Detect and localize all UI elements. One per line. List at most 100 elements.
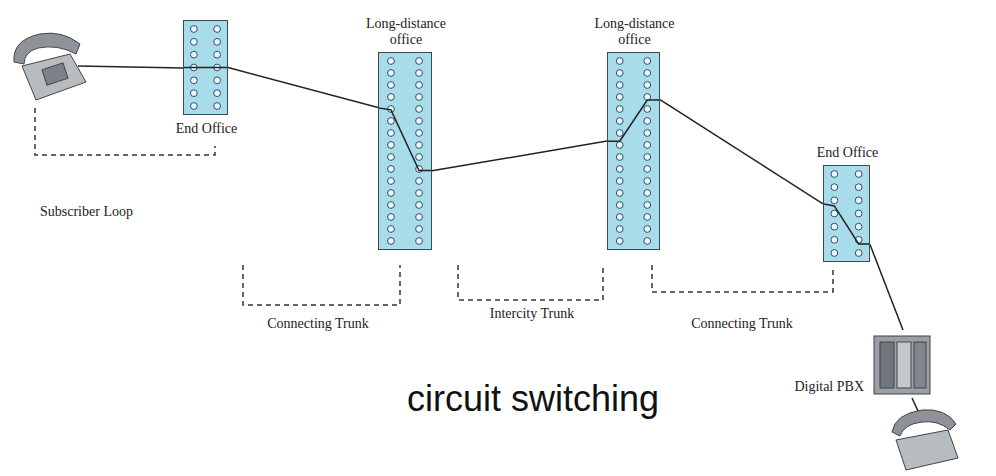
switch-contact bbox=[388, 238, 395, 245]
switch-contact bbox=[855, 184, 862, 191]
switch-contact bbox=[388, 70, 395, 77]
switch-contact bbox=[388, 94, 395, 101]
switch-contact bbox=[616, 226, 623, 233]
switch-contact bbox=[416, 58, 423, 65]
switch-contact bbox=[214, 77, 221, 84]
switch-contact bbox=[416, 154, 423, 161]
switching-office: End Office bbox=[823, 165, 870, 262]
switch-contact bbox=[644, 166, 651, 173]
switch-contact bbox=[388, 226, 395, 233]
switch-contact bbox=[644, 130, 651, 137]
span-label: Connecting Trunk bbox=[267, 316, 369, 332]
subscriber-wire bbox=[78, 66, 183, 68]
caption: circuit switching bbox=[407, 378, 659, 420]
switch-contact bbox=[190, 90, 197, 97]
switch-contact bbox=[616, 106, 623, 113]
switching-office: Long-distance office bbox=[607, 52, 660, 250]
switch-contact bbox=[214, 51, 221, 58]
node-graphic bbox=[608, 53, 659, 249]
switch-contact bbox=[831, 184, 838, 191]
switch-contact bbox=[190, 38, 197, 45]
switch-contact bbox=[644, 214, 651, 221]
trunk-line bbox=[432, 141, 607, 171]
pbx-unit: Digital PBX bbox=[872, 330, 934, 398]
office-label: Long-distance office bbox=[583, 16, 687, 47]
switch-contact bbox=[616, 166, 623, 173]
pbx-panel bbox=[880, 342, 894, 388]
switch-contact bbox=[416, 118, 423, 125]
switch-contact bbox=[855, 171, 862, 178]
switch-contact bbox=[831, 171, 838, 178]
switch-contact bbox=[644, 70, 651, 77]
switch-contact bbox=[388, 178, 395, 185]
span-label: Connecting Trunk bbox=[691, 316, 793, 332]
node-graphic bbox=[824, 166, 869, 261]
switch-contact bbox=[616, 82, 623, 89]
switch-path bbox=[608, 100, 659, 141]
switch-contact bbox=[190, 77, 197, 84]
switch-contact bbox=[616, 214, 623, 221]
switch-contact bbox=[416, 226, 423, 233]
switch-contact bbox=[416, 238, 423, 245]
switch-contact bbox=[616, 94, 623, 101]
switch-contact bbox=[616, 58, 623, 65]
span-bracket bbox=[35, 108, 833, 305]
switch-contact bbox=[831, 250, 838, 257]
switch-contact bbox=[388, 202, 395, 209]
switch-contact bbox=[855, 223, 862, 230]
switch-contact bbox=[416, 70, 423, 77]
switch-contact bbox=[644, 106, 651, 113]
switching-office: End Office bbox=[183, 20, 228, 115]
switch-path bbox=[824, 204, 869, 244]
switch-contact bbox=[831, 210, 838, 217]
telephone-icon bbox=[14, 33, 86, 100]
switch-contact bbox=[388, 214, 395, 221]
node-graphic bbox=[379, 53, 431, 249]
switch-contact bbox=[388, 130, 395, 137]
switch-contact bbox=[416, 178, 423, 185]
pbx-panel bbox=[914, 342, 926, 388]
switch-contact bbox=[214, 38, 221, 45]
switch-contact bbox=[214, 26, 221, 33]
switch-contact bbox=[644, 238, 651, 245]
switch-contact bbox=[388, 142, 395, 149]
trunk-line bbox=[228, 68, 378, 108]
switch-contact bbox=[388, 58, 395, 65]
trunk-line bbox=[870, 245, 903, 330]
switch-path bbox=[379, 108, 431, 171]
switch-contact bbox=[416, 214, 423, 221]
switch-contact bbox=[644, 58, 651, 65]
switch-path bbox=[184, 67, 227, 69]
switch-contact bbox=[831, 197, 838, 204]
switch-contact bbox=[214, 103, 221, 110]
switch-contact bbox=[616, 154, 623, 161]
switch-contact bbox=[855, 197, 862, 204]
switch-contact bbox=[644, 178, 651, 185]
span-label: Intercity Trunk bbox=[490, 306, 574, 322]
switch-contact bbox=[416, 82, 423, 89]
switch-contact bbox=[616, 190, 623, 197]
switch-contact bbox=[831, 236, 838, 243]
switch-contact bbox=[416, 142, 423, 149]
switch-contact bbox=[616, 130, 623, 137]
switch-contact bbox=[616, 70, 623, 77]
switch-contact bbox=[388, 190, 395, 197]
switching-office: Long-distance office bbox=[378, 52, 432, 250]
pbx-panel bbox=[897, 342, 911, 388]
switch-contact bbox=[855, 250, 862, 257]
pbx-cabinet bbox=[874, 336, 930, 394]
switch-contact bbox=[190, 51, 197, 58]
switch-contact bbox=[190, 26, 197, 33]
office-label: Long-distance office bbox=[354, 16, 458, 47]
switch-contact bbox=[388, 82, 395, 89]
switch-contact bbox=[416, 94, 423, 101]
switch-contact bbox=[616, 178, 623, 185]
switch-contact bbox=[190, 103, 197, 110]
switch-contact bbox=[416, 106, 423, 113]
extension-wire bbox=[912, 398, 918, 411]
switch-contact bbox=[388, 154, 395, 161]
switch-contact bbox=[644, 142, 651, 149]
switch-contact bbox=[644, 154, 651, 161]
switch-contact bbox=[616, 142, 623, 149]
switch-contact bbox=[644, 202, 651, 209]
